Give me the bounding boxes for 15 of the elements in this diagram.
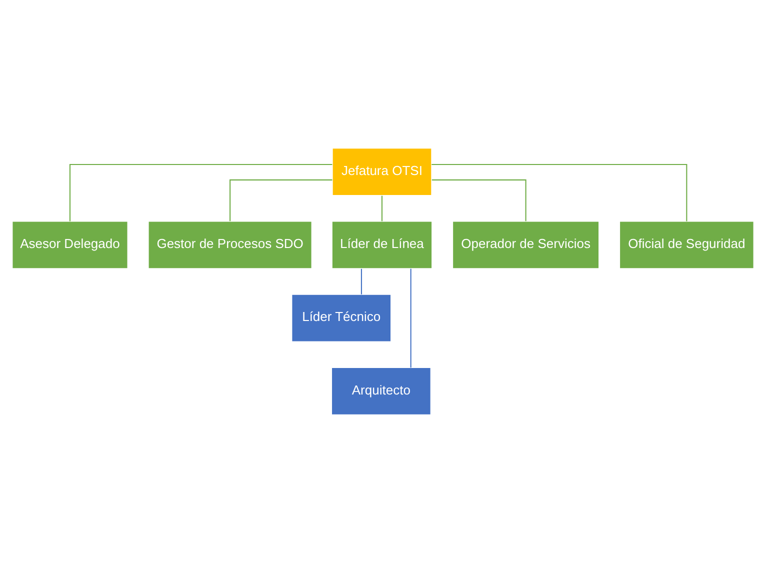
connector: [432, 178, 526, 221]
node-box: Arquitecto: [331, 366, 432, 415]
node-box: Oficial de Seguridad: [619, 220, 754, 268]
connector: [381, 195, 383, 221]
node-box: Asesor Delegado: [12, 220, 128, 268]
connector: [230, 178, 332, 221]
node-box: Operador de Servicios: [452, 220, 600, 268]
node-box: Jefatura OTSI: [332, 147, 432, 196]
node-box: Líder Técnico: [291, 294, 392, 342]
connector: [410, 268, 412, 368]
node-box: Líder de Línea: [332, 220, 432, 268]
connector: [432, 163, 688, 221]
connector: [360, 268, 362, 294]
node-box: Gestor de Procesos SDO: [148, 220, 312, 268]
connector: [69, 163, 332, 221]
